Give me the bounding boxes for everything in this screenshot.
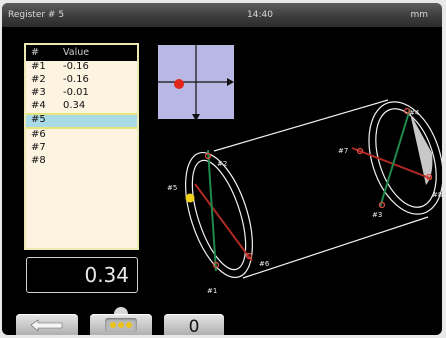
table-row-selected[interactable]: #5	[26, 113, 137, 129]
label-point-7: #7	[338, 147, 348, 155]
row-id: #7	[31, 142, 46, 153]
shaft-edge-bottom	[242, 216, 429, 279]
row-id: #6	[31, 129, 46, 140]
row-id: #2	[31, 74, 46, 85]
near-measure-line	[194, 183, 253, 262]
row-id: #3	[31, 87, 46, 98]
point-1-marker[interactable]	[212, 261, 220, 269]
register-table: # Value #1 -0.16 #2 -0.16 #3 -0.01 #4 0.34 #…	[24, 43, 139, 250]
row-id: #8	[31, 155, 46, 166]
near-ring-outer	[185, 151, 253, 279]
point-7-marker[interactable]	[356, 147, 364, 155]
row-value: 0.34	[63, 100, 86, 111]
axis-arrow-down-icon	[192, 114, 200, 121]
table-row[interactable]: #6	[26, 129, 137, 142]
label-point-4: #4	[409, 109, 420, 117]
far-vertical-line	[379, 108, 411, 208]
row-id: #1	[31, 61, 46, 72]
point-5-marker[interactable]	[185, 193, 195, 203]
row-id: #4	[31, 100, 46, 111]
table-row[interactable]: #7	[26, 142, 137, 155]
label-point-5: #5	[167, 184, 177, 192]
target-panel	[158, 45, 234, 121]
point-4-marker[interactable]	[403, 107, 411, 115]
far-ring-outer	[368, 101, 442, 215]
label-point-1: #1	[207, 287, 217, 295]
zero-button[interactable]: 0	[164, 314, 224, 335]
shaft-cylinder	[185, 99, 442, 279]
three-dots-icon	[105, 318, 137, 332]
arrow-left-icon	[30, 319, 63, 332]
point-6-marker[interactable]	[245, 252, 253, 260]
device-screen: Register # 5 14:40 mm # Value #1 -0.16 #2…	[2, 3, 442, 335]
far-measure-line	[351, 147, 433, 180]
header-id: #	[31, 47, 39, 58]
row-id: #5	[31, 114, 46, 125]
point-3-marker[interactable]	[378, 201, 386, 209]
clock: 14:40	[247, 10, 273, 20]
menu-tab	[114, 307, 128, 315]
near-vertical-line	[207, 149, 217, 272]
shaft-edge-top	[213, 99, 389, 152]
row-value: -0.01	[63, 87, 89, 98]
row-value: -0.16	[63, 61, 89, 72]
status-bar: Register # 5 14:40 mm	[2, 3, 442, 27]
table-row[interactable]: #2 -0.16	[26, 74, 137, 87]
far-ring-inner	[375, 108, 437, 208]
table-row[interactable]: #3 -0.01	[26, 87, 137, 100]
row-value: -0.16	[63, 74, 89, 85]
label-point-6: #6	[259, 260, 270, 268]
table-row[interactable]: #1 -0.16	[26, 61, 137, 74]
units-label: mm	[410, 10, 428, 20]
value-display: 0.34	[26, 257, 138, 293]
table-header: # Value	[26, 45, 137, 61]
label-point-2: #2	[217, 160, 227, 168]
header-value: Value	[63, 47, 90, 58]
point-8-marker[interactable]	[425, 173, 433, 181]
register-title: Register # 5	[8, 10, 65, 20]
label-point-8: #8	[432, 191, 442, 199]
label-point-3: #3	[372, 211, 382, 219]
table-row[interactable]: #4 0.34	[26, 100, 137, 113]
axis-arrow-right-icon	[227, 78, 234, 86]
table-row[interactable]: #8	[26, 155, 137, 168]
point-2-marker[interactable]	[204, 152, 212, 160]
shaft-diagram[interactable]: #1 #2 #3 #4 #5 #6 #7 #8	[2, 3, 442, 303]
far-ring-sector	[410, 113, 433, 185]
position-marker	[174, 79, 184, 89]
back-button[interactable]	[16, 314, 78, 335]
near-ring-inner	[191, 159, 247, 271]
